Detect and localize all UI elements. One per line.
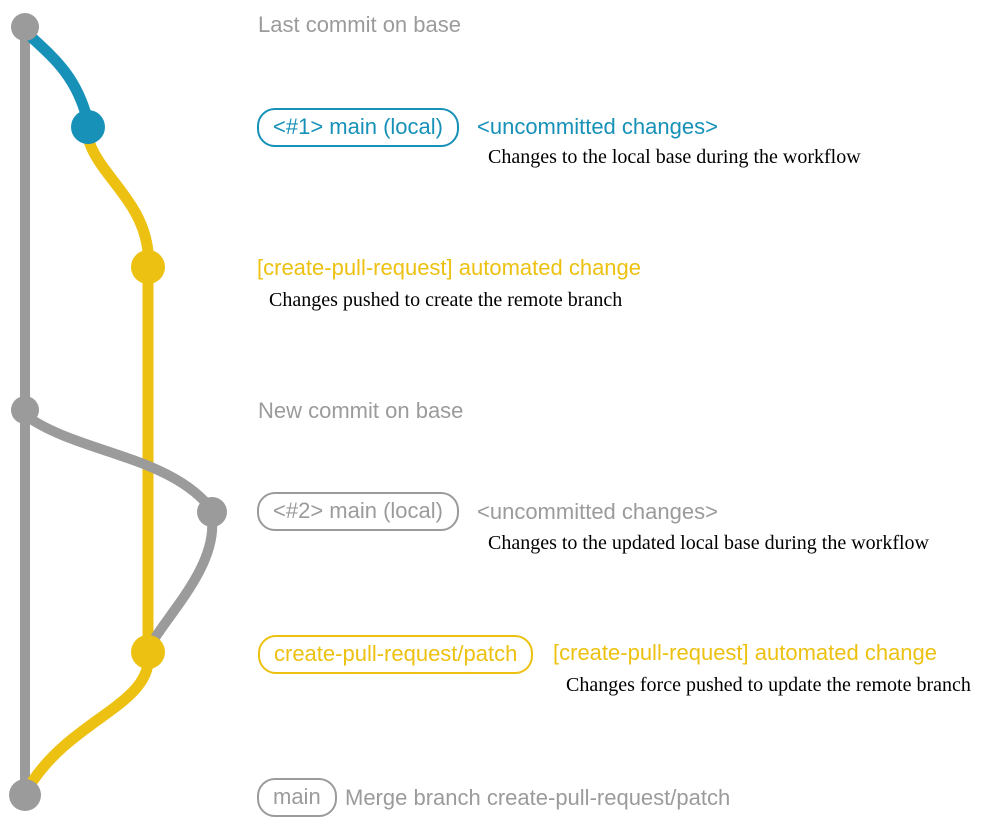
annotation-new-commit-on-base: New commit on base [258, 398, 464, 423]
branch-badge-main-local-1: <#1> main (local) [257, 108, 459, 147]
caption-local-base-changes-2: Changes to the updated local base during… [488, 532, 929, 554]
remote-branch-merge-segment [26, 658, 154, 788]
commit-node-last-commit-on-base [11, 13, 39, 41]
commit-node-remote-branch-updated [131, 635, 165, 669]
branch-badge-create-pull-request-patch: create-pull-request/patch [258, 635, 534, 674]
branch-badge-main: main [257, 778, 337, 817]
commit-node-local-main-2 [197, 497, 227, 527]
commit-node-merge-commit [9, 779, 41, 811]
branch-badge-main-local-2: <#2> main (local) [257, 492, 459, 531]
status-uncommitted-changes-2: <uncommitted changes> [477, 499, 718, 524]
commit-node-remote-branch-created [131, 250, 165, 284]
local-branch-segment-1 [21, 27, 93, 124]
commit-title-automated-change-2: [create-pull-request] automated change [553, 640, 938, 665]
branch-label-main-row: main [257, 778, 337, 817]
local-branch-segment-3 [148, 515, 218, 646]
commit-title-merge-branch: Merge branch create-pull-request/patch [345, 785, 731, 810]
commit-node-local-main-1 [71, 110, 105, 144]
branch-label-patch-row: create-pull-request/patch [258, 635, 534, 674]
caption-local-base-changes-1: Changes to the local base during the wor… [488, 146, 861, 168]
commit-node-new-commit-on-base [11, 396, 39, 424]
branch-label-main-local-2-row: <#2> main (local) [257, 492, 459, 531]
status-uncommitted-changes-1: <uncommitted changes> [477, 114, 718, 139]
caption-force-push-update-remote-branch: Changes force pushed to update the remot… [566, 674, 971, 696]
commit-title-automated-change-1: [create-pull-request] automated change [257, 255, 642, 280]
branch-label-main-local-1-row: <#1> main (local) [257, 108, 459, 147]
annotation-last-commit-on-base: Last commit on base [258, 12, 461, 37]
remote-branch-segment-1 [82, 132, 154, 258]
local-branch-segment-2 [20, 410, 213, 510]
caption-push-create-remote-branch: Changes pushed to create the remote bran… [269, 289, 623, 311]
